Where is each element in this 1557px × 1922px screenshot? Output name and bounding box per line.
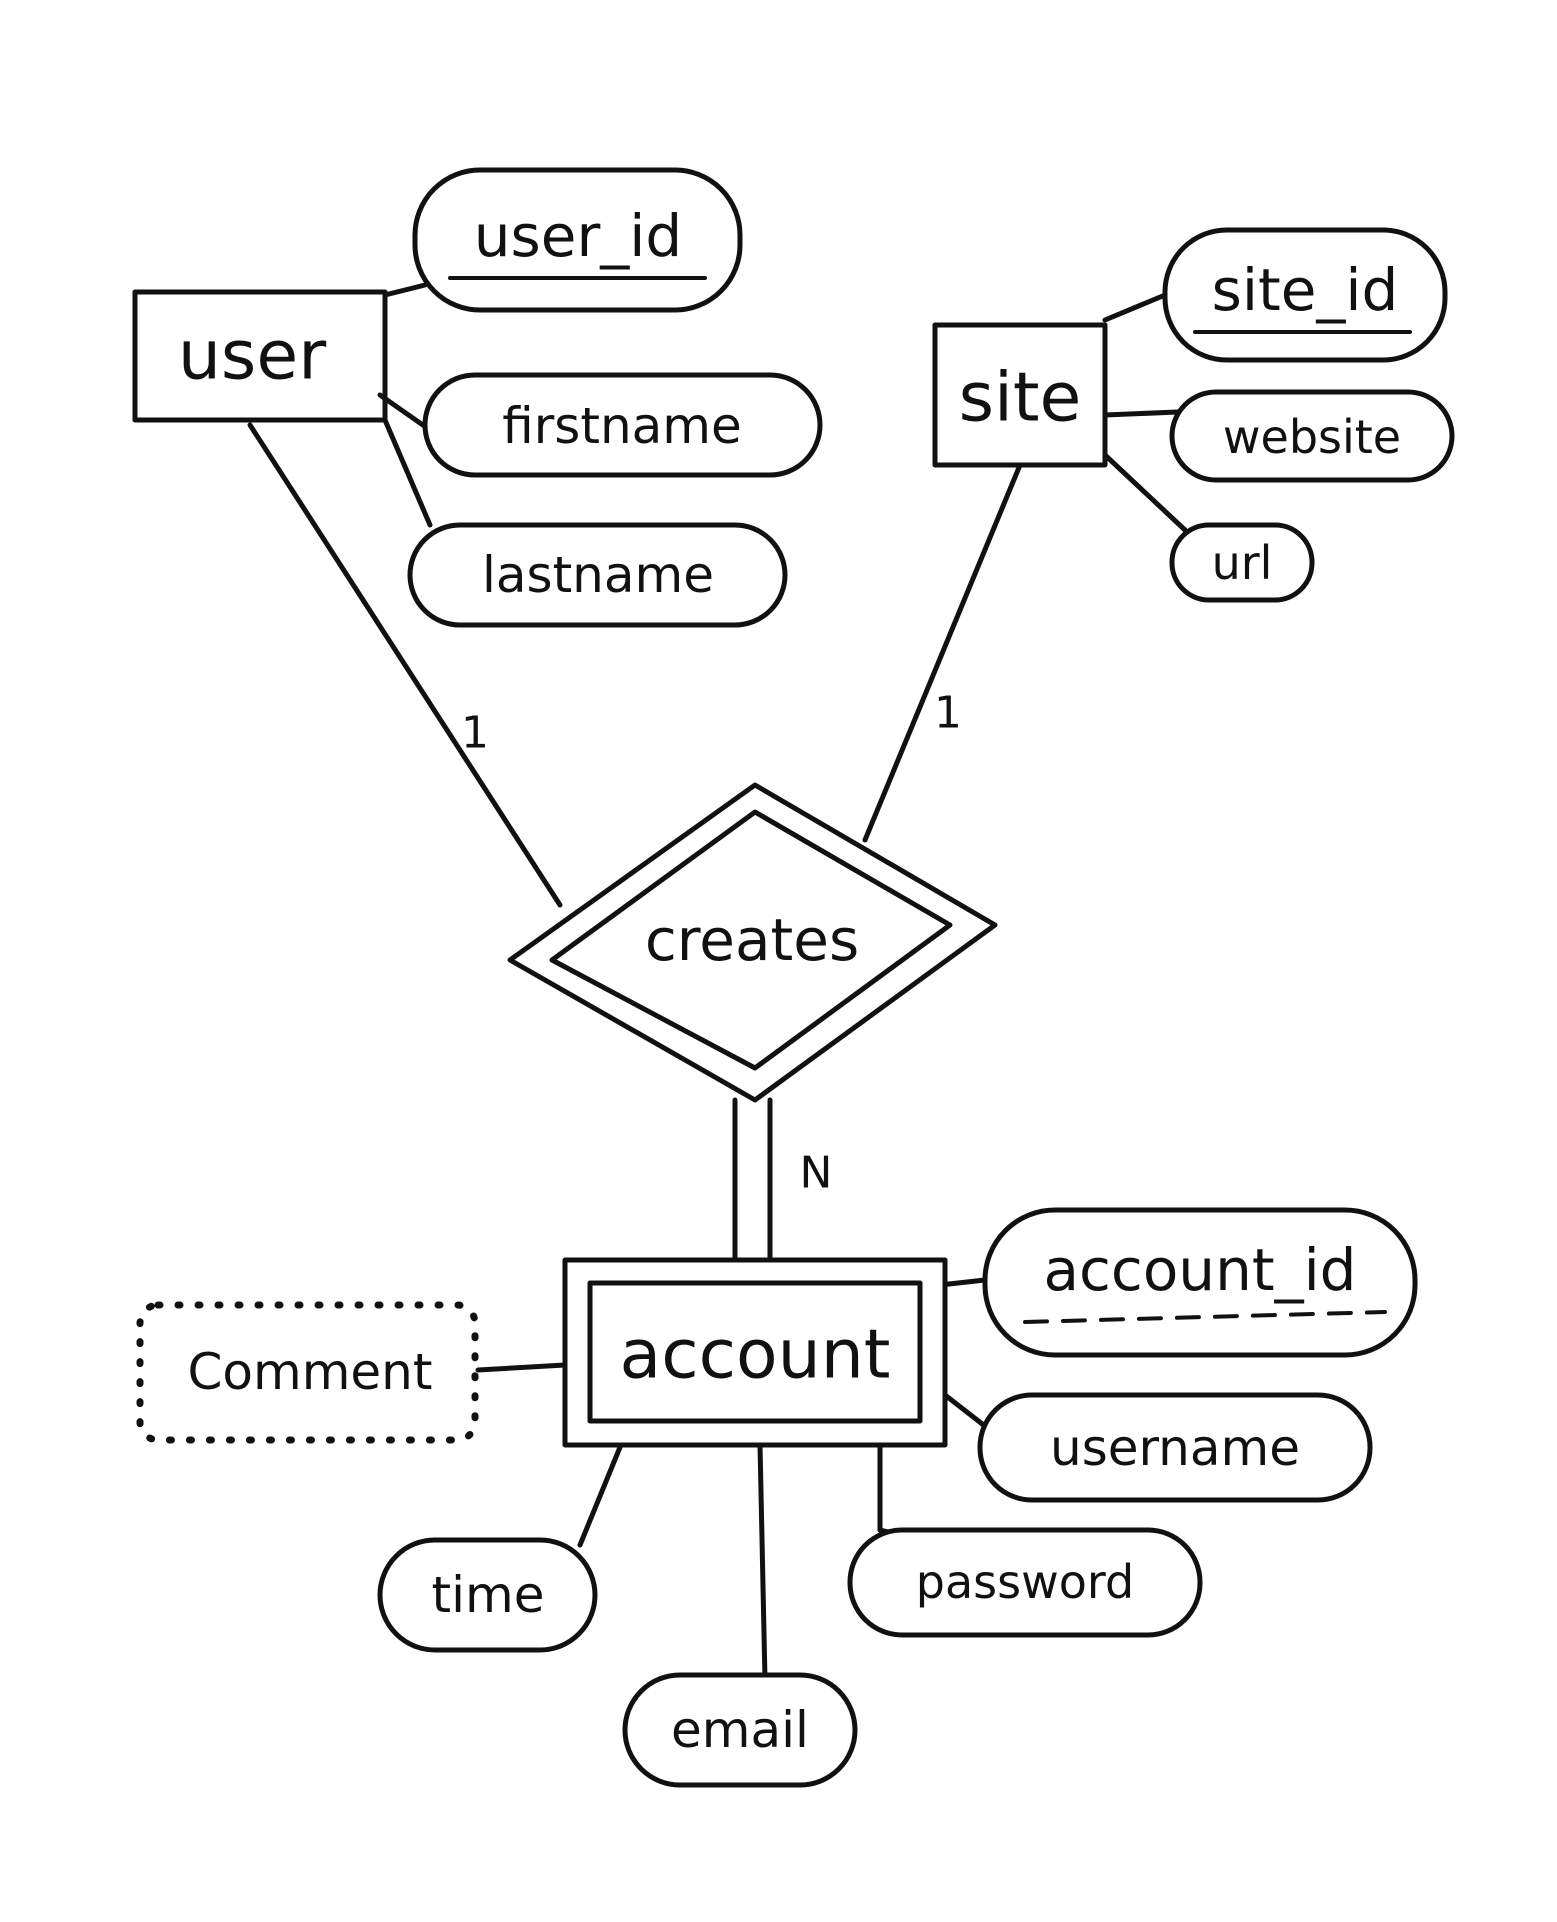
attribute-site-id-label: site_id (1212, 256, 1399, 324)
attribute-time-label: time (432, 1566, 545, 1624)
partial-key-underline (1023, 1310, 1387, 1324)
attribute-comment: Comment (136, 1301, 479, 1444)
entity-account-label: account (620, 1316, 891, 1395)
relationship-creates: creates (507, 782, 998, 1103)
entity-site-label: site (959, 359, 1082, 438)
attribute-user-id: user_id (412, 167, 743, 313)
entity-user-label: user (178, 317, 326, 396)
attribute-website-label: website (1223, 410, 1401, 464)
attribute-email: email (622, 1672, 858, 1788)
attribute-firstname-label: firstname (502, 397, 742, 455)
cardinality-user-creates: 1 (461, 708, 489, 759)
entity-account: account (562, 1257, 948, 1448)
relationship-creates-label: creates (645, 906, 859, 974)
attribute-account-id-label: account_id (1044, 1236, 1357, 1304)
attribute-time: time (377, 1537, 598, 1653)
attribute-email-label: email (671, 1701, 809, 1759)
attribute-user-id-label: user_id (474, 202, 682, 270)
attribute-account-id: account_id (982, 1207, 1418, 1358)
entity-user: user (132, 289, 388, 423)
attribute-username: username (977, 1392, 1373, 1503)
attribute-site-id: site_id (1162, 227, 1448, 363)
attribute-url: url (1169, 522, 1315, 603)
attribute-url-label: url (1212, 536, 1273, 590)
attribute-lastname-label: lastname (482, 546, 714, 604)
cardinality-account-creates: N (800, 1148, 833, 1199)
attribute-comment-label: Comment (188, 1343, 433, 1401)
cardinality-site-creates: 1 (934, 688, 962, 739)
attribute-lastname: lastname (407, 522, 788, 628)
attribute-password: password (847, 1527, 1203, 1638)
attribute-firstname: firstname (422, 372, 823, 478)
attribute-website: website (1169, 389, 1455, 483)
entity-site: site (932, 322, 1108, 468)
attribute-password-label: password (916, 1555, 1134, 1609)
attribute-username-label: username (1050, 1419, 1300, 1477)
